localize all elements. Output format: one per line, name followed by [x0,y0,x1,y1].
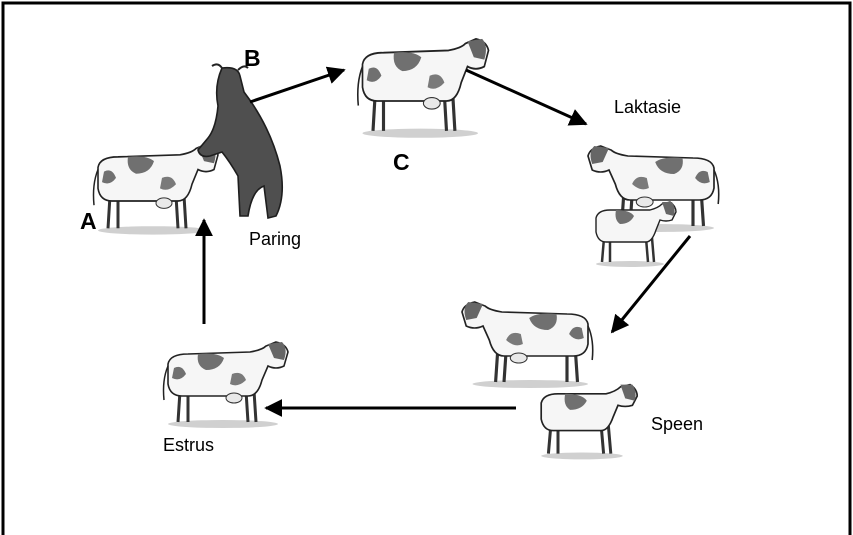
cow-icon [462,302,593,388]
arrow-icon [466,70,586,124]
calf-icon [541,385,637,460]
arrow-icon [612,236,690,332]
label-laktasie: Laktasie [614,98,681,116]
label-paring: Paring [249,230,301,248]
calf-icon [596,202,676,267]
label-c: C [393,151,410,174]
arrow-icon [250,70,344,102]
label-speen: Speen [651,415,703,433]
label-estrus: Estrus [163,436,214,454]
label-b: B [244,47,261,70]
cow-icon [358,39,489,138]
cow-icon [94,144,219,234]
bull-icon [198,64,282,218]
label-a: A [80,210,97,233]
cow-icon [164,342,289,428]
